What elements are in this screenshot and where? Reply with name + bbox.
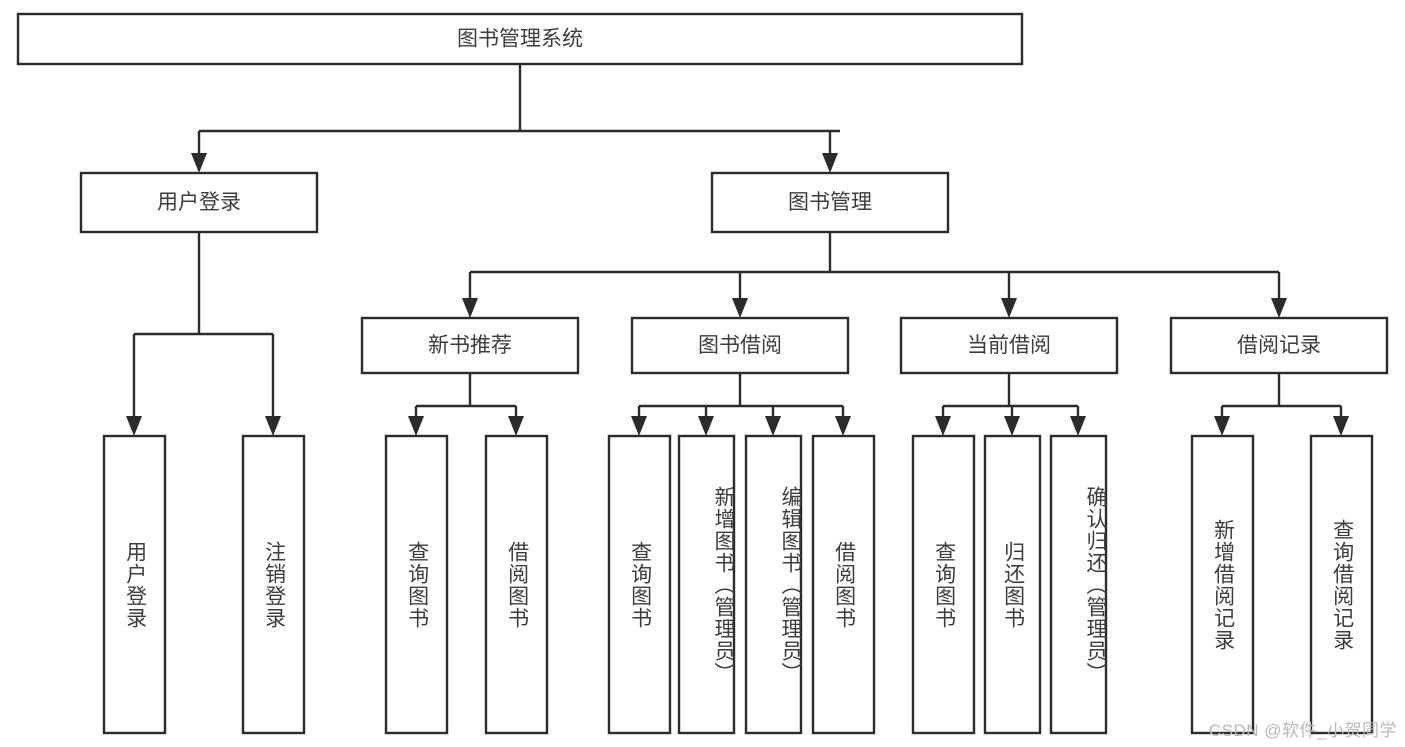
node-box-leaf-add-record: [1190, 434, 1255, 735]
arrow-heads-group: [126, 153, 1349, 436]
node-box-user-login: [79, 171, 319, 234]
node-box-leaf-query-record: [1309, 434, 1374, 735]
node-box-leaf-user-login: [102, 434, 167, 735]
node-box-leaf-add-book: [677, 434, 736, 735]
arrow-head-icon: [835, 416, 851, 436]
arrow-head-icon: [698, 416, 714, 436]
node-label-user-login: 用户登录: [157, 191, 241, 214]
arrow-head-icon: [462, 298, 478, 318]
node-user-login[interactable]: 用户登录: [79, 171, 319, 234]
node-leaf-add-book[interactable]: [677, 434, 736, 735]
node-label-root: 图书管理系统: [457, 28, 583, 51]
arrow-head-icon: [631, 416, 647, 436]
node-label-current-borrow: 当前借阅: [967, 334, 1051, 357]
arrow-head-icon: [508, 416, 524, 436]
connector-line: [414, 373, 518, 421]
node-leaf-query-book-cur[interactable]: [911, 434, 976, 735]
node-leaf-query-record[interactable]: [1309, 434, 1374, 735]
node-leaf-borrow-book-new[interactable]: [484, 434, 549, 735]
node-box-leaf-logout: [241, 434, 306, 735]
node-box-current-borrow: [899, 316, 1119, 375]
node-box-leaf-return-book: [983, 434, 1042, 735]
arrow-head-icon: [1070, 416, 1086, 436]
arrow-head-icon: [935, 416, 951, 436]
arrow-head-icon: [126, 416, 142, 436]
node-leaf-logout[interactable]: [241, 434, 306, 735]
node-leaf-return-book[interactable]: [983, 434, 1042, 735]
arrow-head-icon: [408, 416, 424, 436]
node-book-borrow[interactable]: 图书借阅: [630, 316, 850, 375]
node-box-borrow-record: [1169, 316, 1389, 375]
connector-line: [468, 232, 1281, 300]
node-label-book-borrow: 图书借阅: [698, 334, 782, 357]
node-borrow-record[interactable]: 借阅记录: [1169, 316, 1389, 375]
node-current-borrow[interactable]: 当前借阅: [899, 316, 1119, 375]
arrow-head-icon: [1001, 298, 1017, 318]
node-leaf-edit-book[interactable]: [744, 434, 803, 735]
connector-lines-group: [132, 64, 1343, 421]
node-box-book-borrow: [630, 316, 850, 375]
node-box-leaf-confirm-return: [1049, 434, 1108, 735]
arrow-head-icon: [1214, 416, 1230, 436]
node-new-book-recommend[interactable]: 新书推荐: [360, 316, 580, 375]
arrow-head-icon: [191, 153, 207, 173]
node-leaf-query-book[interactable]: [607, 434, 672, 735]
node-leaf-query-book-new[interactable]: [384, 434, 449, 735]
node-leaf-user-login[interactable]: [102, 434, 167, 735]
node-label-borrow-record: 借阅记录: [1237, 334, 1321, 357]
node-book-manage[interactable]: 图书管理: [710, 171, 950, 234]
connector-line: [637, 373, 845, 421]
arrow-head-icon: [1333, 416, 1349, 436]
arrow-head-icon: [732, 298, 748, 318]
arrow-head-icon: [765, 416, 781, 436]
node-box-new-book-recommend: [360, 316, 580, 375]
node-box-leaf-edit-book: [744, 434, 803, 735]
node-label-book-manage: 图书管理: [788, 191, 872, 214]
node-leaf-borrow-book[interactable]: [811, 434, 876, 735]
node-box-leaf-query-book: [607, 434, 672, 735]
connector-line: [132, 232, 275, 421]
connector-line: [941, 373, 1080, 421]
arrow-head-icon: [822, 153, 838, 173]
arrow-head-icon: [265, 416, 281, 436]
node-box-book-manage: [710, 171, 950, 234]
watermark-text: CSDN @软件_小贺同学: [1208, 721, 1397, 740]
node-box-leaf-borrow-book: [811, 434, 876, 735]
connector-line: [197, 64, 840, 158]
node-box-leaf-borrow-book-new: [484, 434, 549, 735]
node-box-leaf-query-book-cur: [911, 434, 976, 735]
node-box-leaf-query-book-new: [384, 434, 449, 735]
node-box-root: [16, 12, 1024, 66]
node-leaf-add-record[interactable]: [1190, 434, 1255, 735]
node-label-new-book-recommend: 新书推荐: [428, 334, 512, 357]
arrow-head-icon: [1271, 298, 1287, 318]
node-root[interactable]: 图书管理系统: [16, 12, 1024, 66]
arrow-head-icon: [1004, 416, 1020, 436]
connector-line: [1220, 373, 1343, 421]
node-leaf-confirm-return[interactable]: [1049, 434, 1108, 735]
